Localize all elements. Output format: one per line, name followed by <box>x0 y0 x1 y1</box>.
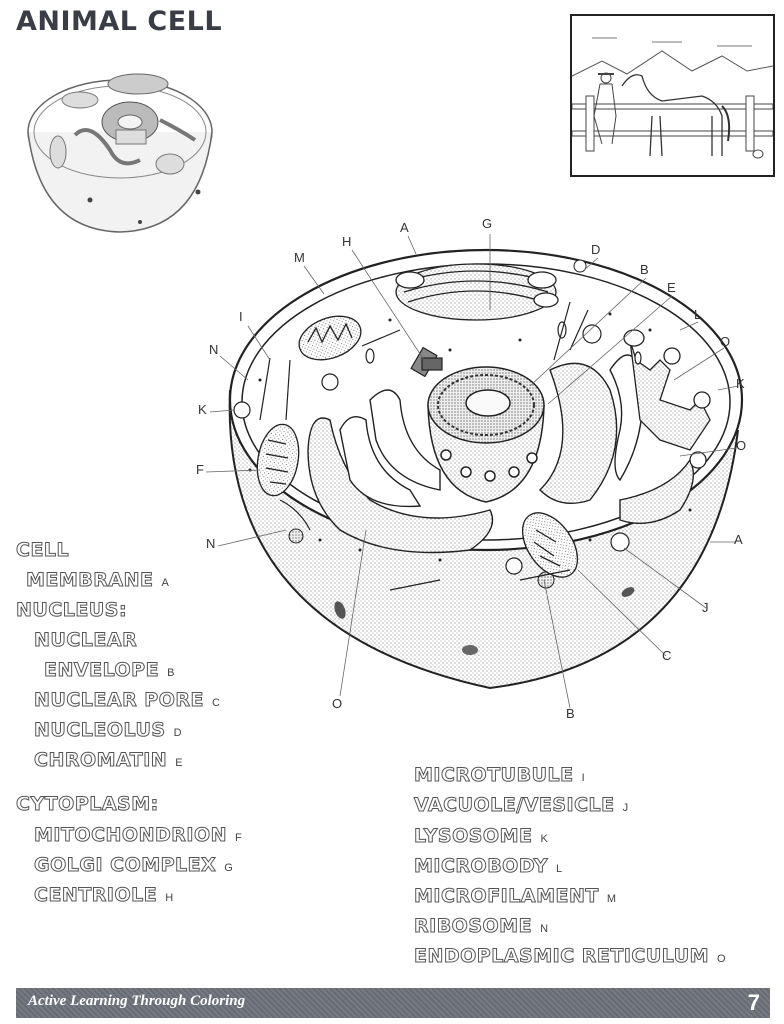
diagram-labels: A G H M D B E I L N O K K O F N A J C O … <box>196 216 746 721</box>
label-K: K <box>736 376 745 391</box>
label-A: A <box>734 532 743 547</box>
label-B: B <box>566 706 575 721</box>
term-nuclear: NUCLEAR <box>33 629 138 651</box>
label-B: B <box>640 262 649 277</box>
term-cell: CELL <box>15 539 70 561</box>
animal-cell-diagram: A G H M D B E I L N O K K O F N A J C O … <box>196 216 746 721</box>
label-I: I <box>239 309 243 324</box>
label-J: J <box>702 600 709 615</box>
label-H: H <box>342 234 351 249</box>
horse-scene-image <box>571 37 774 159</box>
label-C: C <box>662 648 671 663</box>
footer-bar: Active Learning Through Coloring 7 <box>16 988 770 1018</box>
page-number: 7 <box>747 990 760 1015</box>
scene-frame <box>570 14 775 177</box>
label-O: O <box>720 334 730 349</box>
label-N: N <box>206 536 215 551</box>
label-O: O <box>736 438 746 453</box>
term-cytoplasm: CYTOPLASM: <box>16 793 159 815</box>
animal-cell-thumbnail-image <box>27 73 213 233</box>
label-M: M <box>294 250 305 265</box>
term-nucleus: NUCLEUS: <box>15 599 128 621</box>
label-D: D <box>591 242 600 257</box>
label-F: F <box>196 462 204 477</box>
page-title: ANIMAL CELL <box>16 6 223 37</box>
label-O: O <box>332 696 342 711</box>
label-K: K <box>198 402 207 417</box>
label-G: G <box>482 216 492 231</box>
footer-text: Active Learning Through Coloring <box>28 993 246 1009</box>
label-E: E <box>667 280 676 295</box>
label-L: L <box>694 307 701 322</box>
label-A: A <box>400 220 409 235</box>
label-N: N <box>209 342 218 357</box>
